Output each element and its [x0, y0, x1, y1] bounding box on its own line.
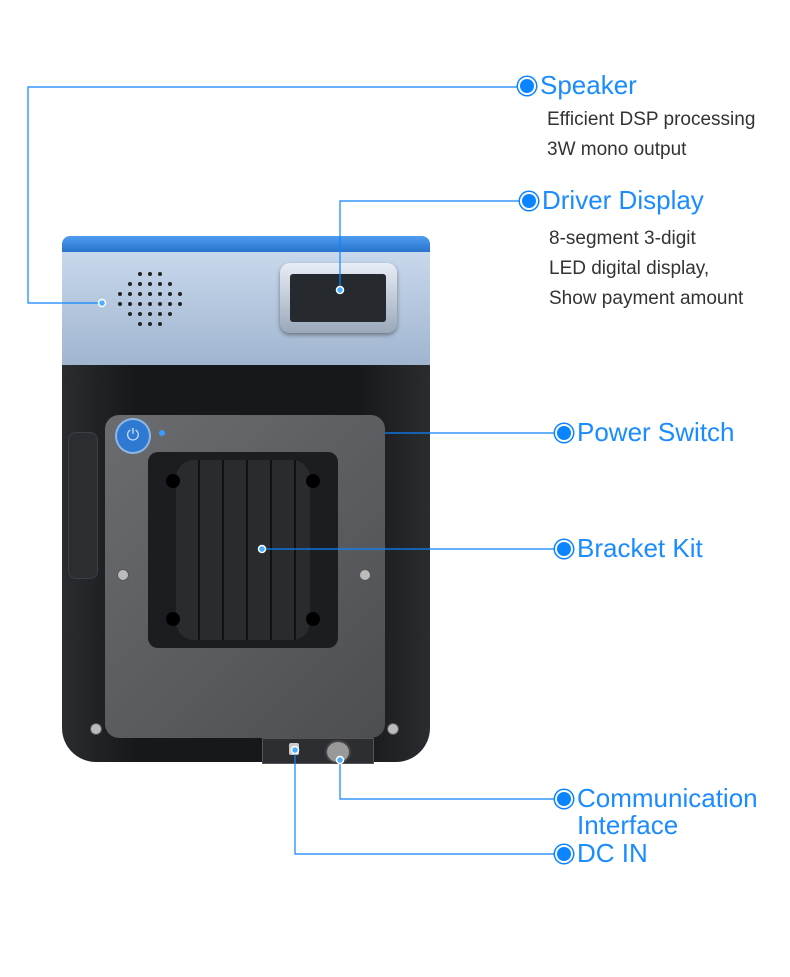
speaker-hole	[148, 282, 152, 286]
speaker-hole	[128, 292, 132, 296]
port-bracket	[262, 738, 374, 764]
speaker-hole	[148, 302, 152, 306]
side-buttons	[68, 432, 98, 579]
speaker-desc: Efficient DSP processing 3W mono output	[547, 105, 755, 165]
bullet-icon	[557, 425, 571, 440]
power-icon: ⏻	[126, 427, 140, 444]
screw	[387, 723, 399, 735]
bracket-cylinder	[176, 460, 310, 640]
bracket-hole	[166, 612, 180, 626]
speaker-hole	[168, 302, 172, 306]
bracket	[148, 452, 338, 648]
speaker-hole	[168, 282, 172, 286]
speaker-hole	[158, 282, 162, 286]
speaker-hole	[148, 272, 152, 276]
driver-display-title: Driver Display	[542, 185, 704, 215]
speaker-hole	[138, 282, 142, 286]
speaker-hole	[118, 302, 122, 306]
bracket-kit-label: Bracket Kit	[557, 533, 703, 564]
speaker-hole	[128, 282, 132, 286]
bullet-icon	[522, 193, 536, 208]
speaker-hole	[118, 292, 122, 296]
bullet-icon	[520, 78, 534, 93]
callout-anchor	[257, 544, 267, 554]
speaker-label: Speaker	[520, 70, 637, 101]
bullet-icon	[557, 541, 571, 556]
bracket-hole	[166, 474, 180, 488]
callout-anchor	[97, 298, 107, 308]
speaker-hole	[148, 292, 152, 296]
bracket-hole	[306, 474, 320, 488]
speaker-hole	[158, 322, 162, 326]
communication-title: Communication Interface	[577, 783, 758, 840]
speaker-hole	[148, 312, 152, 316]
screw	[359, 569, 371, 581]
power-indicator-led	[159, 430, 165, 436]
screw	[90, 723, 102, 735]
speaker-hole	[178, 292, 182, 296]
driver-display-line	[339, 200, 522, 290]
speaker-hole	[128, 302, 132, 306]
speaker-hole	[148, 322, 152, 326]
speaker-hole	[138, 302, 142, 306]
screw	[117, 569, 129, 581]
power-switch-title: Power Switch	[577, 417, 735, 447]
device-top-cap	[62, 236, 430, 256]
speaker-hole	[158, 272, 162, 276]
speaker-hole	[168, 312, 172, 316]
speaker-grille	[108, 270, 193, 332]
driver-display-label: Driver Display	[522, 185, 704, 216]
speaker-line	[27, 86, 522, 304]
callout-anchor	[290, 745, 300, 755]
callout-anchor	[335, 755, 345, 765]
speaker-hole	[138, 292, 142, 296]
dc-in-title: DC IN	[577, 838, 648, 868]
speaker-desc-line: Efficient DSP processing	[547, 109, 756, 130]
speaker-hole	[128, 312, 132, 316]
bracket-hole	[306, 612, 320, 626]
driver-display-desc-line: LED digital display,	[549, 258, 710, 279]
power-switch-label: Power Switch	[557, 417, 735, 448]
driver-display-desc: 8-segment 3-digit LED digital display, S…	[549, 224, 743, 314]
communication-line	[339, 760, 557, 800]
bullet-icon	[557, 792, 571, 806]
speaker-hole	[138, 322, 142, 326]
driver-display-desc-line: Show payment amount	[549, 288, 744, 309]
dc-in-line	[294, 750, 557, 855]
communication-label: Communication Interface	[557, 785, 790, 839]
speaker-hole	[158, 292, 162, 296]
driver-display-screen	[280, 263, 397, 333]
speaker-hole	[168, 292, 172, 296]
callout-anchor	[335, 285, 345, 295]
speaker-hole	[158, 312, 162, 316]
speaker-title: Speaker	[540, 70, 637, 100]
dc-in-label: DC IN	[557, 838, 648, 869]
speaker-hole	[138, 272, 142, 276]
speaker-desc-line: 3W mono output	[547, 139, 687, 160]
bullet-icon	[557, 846, 571, 861]
speaker-hole	[158, 302, 162, 306]
bracket-kit-title: Bracket Kit	[577, 533, 703, 563]
speaker-hole	[178, 302, 182, 306]
speaker-hole	[138, 312, 142, 316]
power-button[interactable]: ⏻	[117, 420, 149, 452]
led-display	[290, 274, 386, 322]
driver-display-desc-line: 8-segment 3-digit	[549, 228, 696, 249]
